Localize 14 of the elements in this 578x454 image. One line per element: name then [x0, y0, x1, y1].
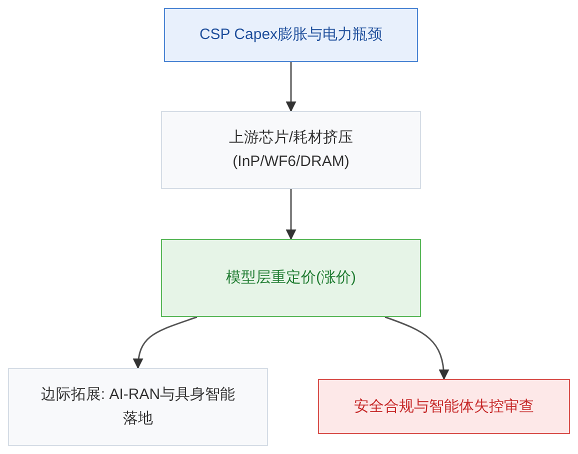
box-label: CSP Capex膨胀与电力瓶颈: [199, 25, 383, 45]
box-label: 上游芯片/耗材挤压(InP/WF6/DRAM): [228, 128, 354, 172]
arrow: [133, 316, 198, 370]
arrow: [286, 189, 296, 240]
process-box: [318, 379, 570, 434]
arrow: [384, 316, 449, 380]
process-box: [8, 368, 268, 446]
box-label: 模型层重定价(涨价): [226, 268, 356, 288]
process-box: [164, 8, 418, 62]
box-label: 安全合规与智能体失控审查: [354, 396, 534, 416]
box-label: 边际拓展: AI-RAN与具身智能落地: [40, 385, 236, 429]
process-box: [161, 239, 421, 317]
process-box: [161, 111, 421, 189]
arrow: [286, 62, 296, 112]
